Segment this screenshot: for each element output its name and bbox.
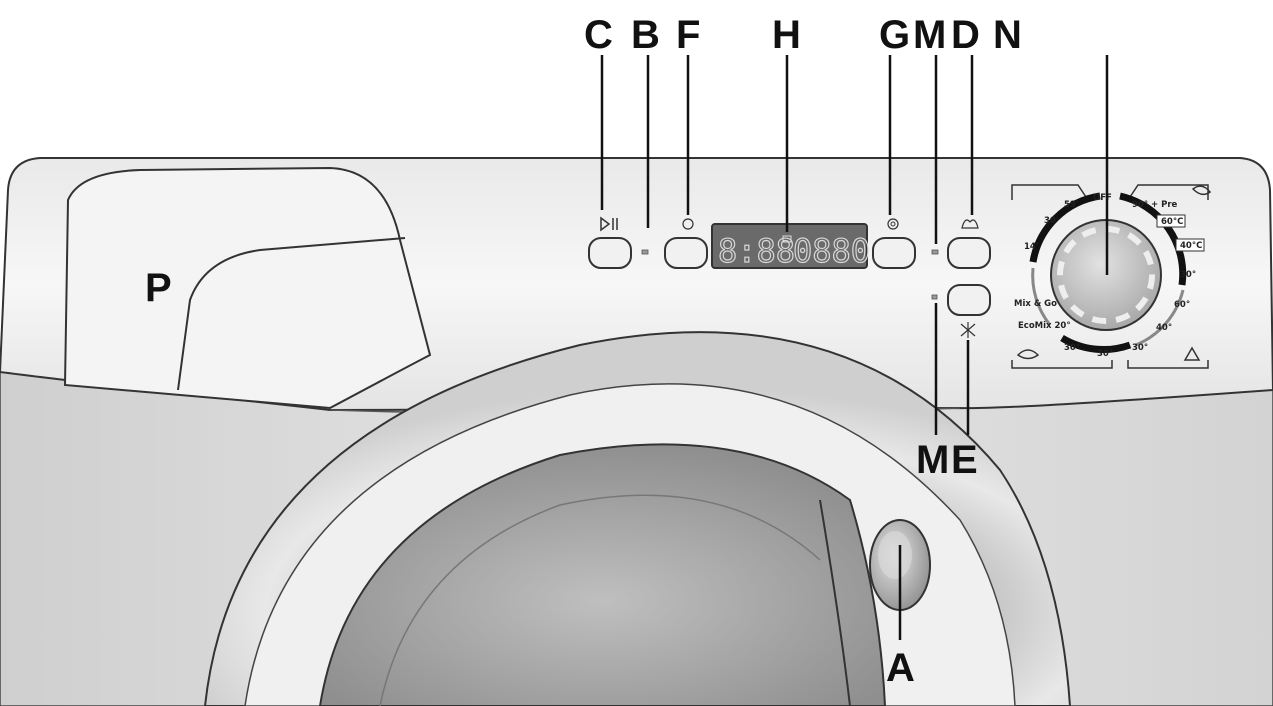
dial-label-30d: 30° bbox=[1132, 343, 1148, 353]
callout-e: E bbox=[951, 438, 978, 482]
triangle-icon bbox=[1183, 346, 1201, 361]
callout-m-bottom: M bbox=[916, 438, 950, 482]
dial-label-mix: Mix & Go bbox=[1014, 299, 1057, 309]
display-right-digits: 0880 bbox=[793, 232, 870, 270]
spin-icon bbox=[887, 218, 899, 230]
callout-d: D bbox=[951, 13, 980, 57]
dial-label-off: OFF bbox=[1093, 193, 1112, 203]
quick-option-button[interactable] bbox=[947, 284, 991, 316]
dial-label-40c: 40°C bbox=[1180, 241, 1202, 251]
dial-label-90pre: 90° + Pre bbox=[1132, 200, 1178, 210]
play-pause-icon bbox=[600, 216, 618, 232]
dial-label-30c: 30° bbox=[1180, 270, 1196, 280]
display-left-digits: 8:88 bbox=[718, 232, 795, 270]
callout-p: P bbox=[145, 266, 172, 310]
dial-label-59: 59' bbox=[1064, 200, 1078, 210]
delay-start-button[interactable] bbox=[664, 237, 708, 269]
dial-label-ecomix: EcoMix 20° bbox=[1018, 321, 1071, 331]
dial-label-40: 40° bbox=[1156, 323, 1172, 333]
dial-label-30a: 30° bbox=[1064, 343, 1080, 353]
callout-a: A bbox=[886, 646, 915, 690]
callout-g: G bbox=[879, 13, 911, 57]
callout-h: H bbox=[772, 13, 801, 57]
stain-option-button[interactable] bbox=[947, 237, 991, 269]
hand-icon bbox=[961, 219, 979, 229]
callout-c: C bbox=[584, 13, 613, 57]
dial-label-30b: 30° bbox=[1097, 349, 1113, 359]
option-indicator-light-lower bbox=[931, 294, 938, 300]
dial-label-14: 14' bbox=[1024, 242, 1038, 252]
clock-icon bbox=[682, 218, 694, 230]
spin-speed-button[interactable] bbox=[872, 237, 916, 269]
callout-n: N bbox=[993, 13, 1022, 57]
detergent-drawer[interactable] bbox=[63, 166, 432, 410]
door-lock-indicator bbox=[641, 249, 649, 255]
callout-m-top: M bbox=[913, 13, 947, 57]
leader-lines bbox=[600, 55, 1109, 640]
wool-icon bbox=[1016, 349, 1040, 360]
snowflake-icon bbox=[960, 322, 976, 338]
callout-b: B bbox=[631, 13, 660, 57]
digital-display: 8:88 0880 bbox=[711, 223, 871, 271]
option-indicator-light bbox=[931, 249, 939, 255]
door[interactable] bbox=[203, 331, 1072, 706]
dial-label-60c: 60°C bbox=[1161, 217, 1183, 227]
start-pause-button[interactable] bbox=[588, 237, 632, 269]
callout-f: F bbox=[676, 13, 701, 57]
dial-label-30: 30' bbox=[1044, 216, 1058, 226]
cotton-icon bbox=[1191, 185, 1212, 196]
dial-label-60: 60° bbox=[1174, 300, 1190, 310]
program-dial-area: OFF 59' 30' 14' Mix & Go EcoMix 20° 30° … bbox=[1011, 184, 1212, 369]
